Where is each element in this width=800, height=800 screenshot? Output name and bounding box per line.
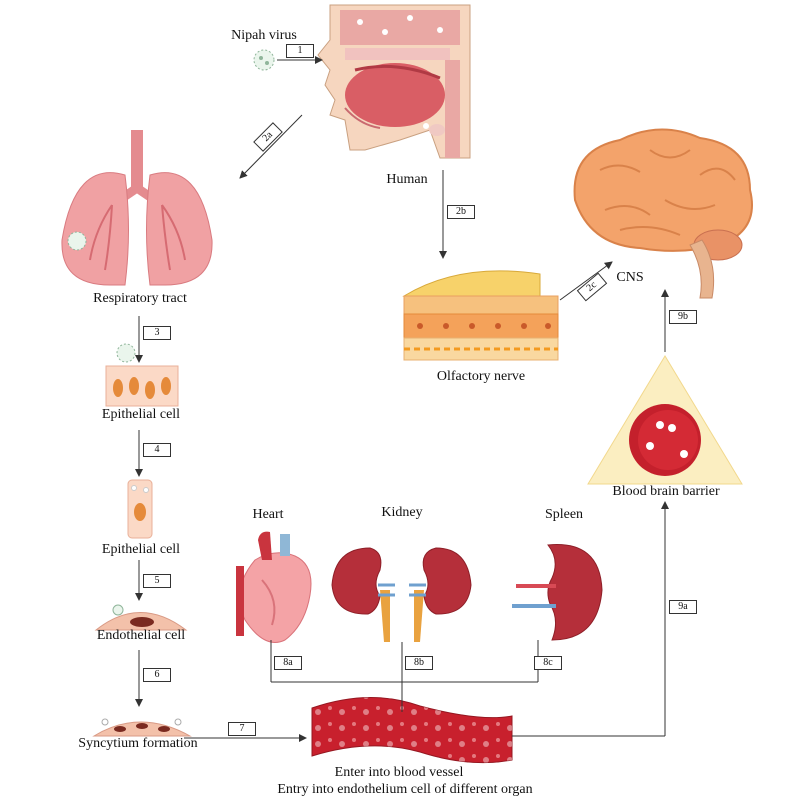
respiratory-tract-label: Respiratory tract bbox=[93, 291, 187, 306]
step-2b-box: 2b bbox=[447, 205, 475, 219]
kidneys-illustration bbox=[331, 547, 472, 642]
step-1-box: 1 bbox=[286, 44, 314, 58]
olfactory-nerve-label: Olfactory nerve bbox=[436, 369, 526, 384]
cns-label: CNS bbox=[616, 270, 644, 285]
spleen-illustration bbox=[512, 544, 603, 641]
blood-vessel-illustration bbox=[311, 696, 513, 764]
step-7-box: 7 bbox=[228, 722, 256, 736]
step-3-box: 3 bbox=[143, 326, 171, 340]
blood-brain-barrier-illustration bbox=[587, 355, 743, 485]
step-8a-box: 8a bbox=[274, 656, 302, 670]
endothelial-cell-label: Endothelial cell bbox=[96, 628, 186, 643]
endothelial-cell-illustration bbox=[94, 604, 188, 631]
step-4-box: 4 bbox=[143, 443, 171, 457]
endothelium-entry-label: Entry into endothelium cell of different… bbox=[277, 782, 533, 797]
enter-blood-vessel-label: Enter into blood vessel bbox=[334, 765, 464, 780]
blood-brain-barrier-label: Blood brain barrier bbox=[612, 484, 720, 499]
human-head-illustration bbox=[317, 4, 471, 159]
flow-arrows bbox=[135, 56, 669, 742]
human-label: Human bbox=[386, 172, 428, 187]
epithelial-cell-label-1: Epithelial cell bbox=[101, 407, 181, 422]
epithelial-cell-illustration-2 bbox=[127, 479, 153, 539]
kidney-label: Kidney bbox=[381, 505, 423, 520]
step-9a-box: 9a bbox=[669, 600, 697, 614]
epithelial-cells-illustration-1 bbox=[105, 343, 179, 407]
olfactory-nerve-illustration bbox=[402, 270, 559, 361]
syncytium-formation-label: Syncytium formation bbox=[78, 736, 198, 751]
virus-particle-icon bbox=[253, 49, 275, 71]
epithelial-cell-label-2: Epithelial cell bbox=[101, 542, 181, 557]
lungs-illustration bbox=[61, 130, 213, 286]
step-8c-box: 8c bbox=[534, 656, 562, 670]
step-9b-box: 9b bbox=[669, 310, 697, 324]
step-6-box: 6 bbox=[143, 668, 171, 682]
heart-label: Heart bbox=[252, 507, 284, 522]
spleen-label: Spleen bbox=[544, 507, 584, 522]
syncytium-illustration bbox=[92, 718, 192, 737]
step-5-box: 5 bbox=[143, 574, 171, 588]
heart-illustration bbox=[236, 531, 312, 643]
step-8b-box: 8b bbox=[405, 656, 433, 670]
brain-illustration bbox=[573, 128, 753, 299]
nipah-virus-label: Nipah virus bbox=[231, 28, 297, 43]
